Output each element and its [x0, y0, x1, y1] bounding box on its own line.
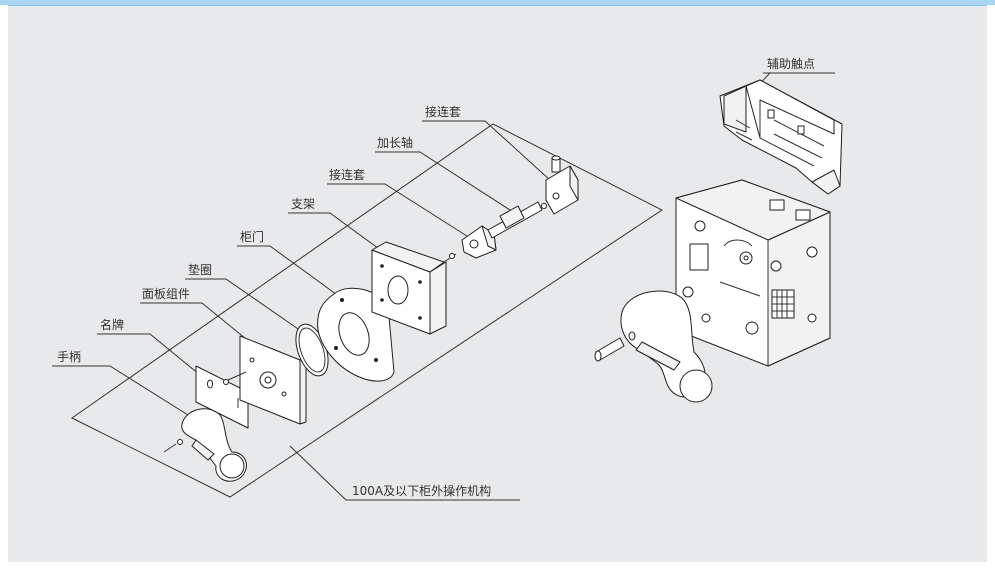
upper-coupling-part: [545, 155, 579, 215]
label-handle: 手柄: [57, 350, 81, 364]
assembly-outline: [71, 123, 663, 498]
label-gasket: 垫圈: [188, 262, 212, 277]
label-coupling-lower: 接连套: [329, 167, 365, 182]
panel-assembly-part: [223, 335, 307, 425]
aux-contact-part: [719, 79, 843, 195]
caption: 100A及以下柜外操作机构: [352, 483, 491, 498]
lower-coupling-part: [443, 225, 497, 263]
right-handle-part: [594, 290, 713, 403]
switch-body-part: [675, 179, 831, 367]
right-edge: [987, 5, 995, 562]
label-extension-shaft: 加长轴: [377, 135, 413, 150]
label-nameplate: 名牌: [100, 317, 124, 332]
bracket-part: [371, 241, 447, 335]
label-coupling-upper: 接连套: [425, 104, 461, 119]
extension-shaft-part: [487, 201, 547, 239]
left-edge: [0, 5, 8, 562]
label-cabinet-door: 柜门: [240, 229, 264, 244]
bottom-band: [0, 562, 995, 577]
label-panel-assembly: 面板组件: [142, 287, 190, 301]
handle-part: [163, 408, 247, 482]
label-bracket: 支架: [291, 197, 315, 211]
top-accent-bar: [0, 0, 995, 6]
nameplate-part: [195, 365, 249, 429]
label-aux-contact: 辅助触点: [767, 57, 815, 71]
